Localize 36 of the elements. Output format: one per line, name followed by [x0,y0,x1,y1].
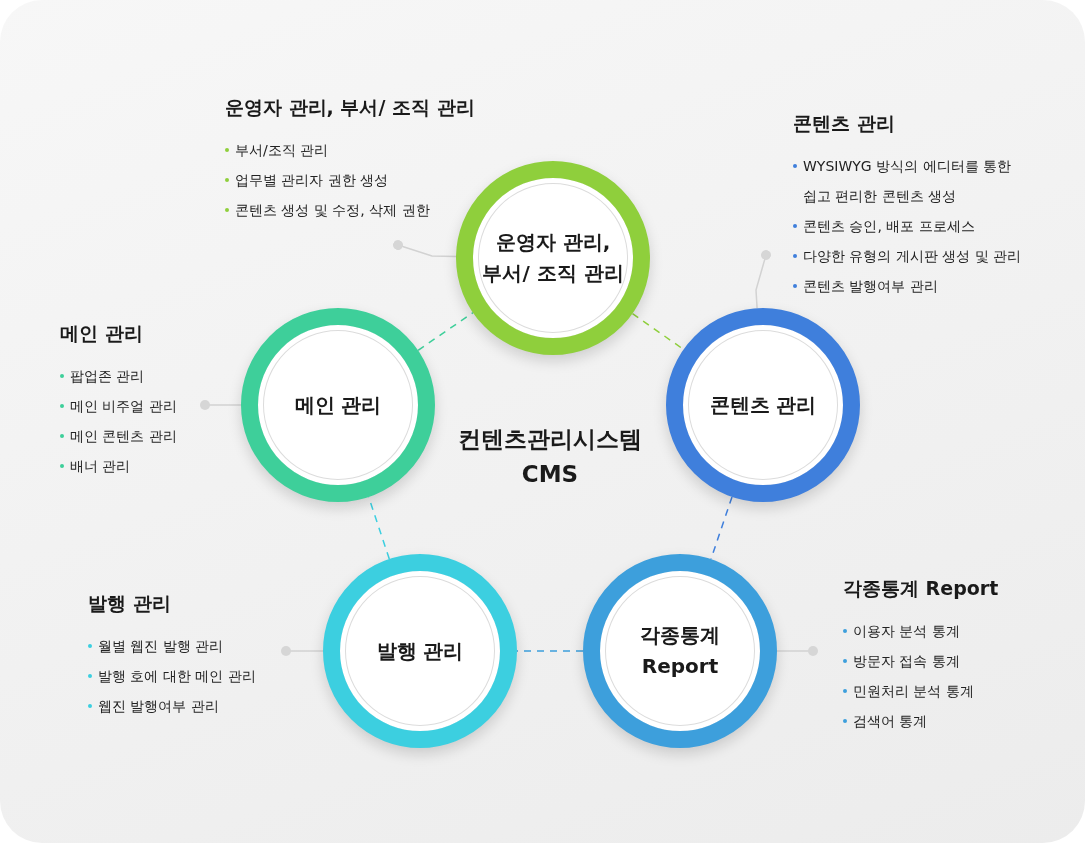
bullet-item: 민원처리 분석 통계 [843,676,1013,706]
bullet-item: 콘텐츠 발행여부 관리 [793,271,1041,301]
bullet-item: 이용자 분석 통계 [843,616,1013,646]
bullet-item: 발행 호에 대한 메인 관리 [88,661,286,691]
section-heading: 메인 관리 [60,321,144,346]
center-title: 컨텐츠관리시스템 CMS [457,425,643,489]
leader-line [755,250,771,309]
bullet-item: 업무별 관리자 권한 생성 [225,165,475,195]
bullet-item: 방문자 접속 통계 [843,646,1013,676]
bullet-item: 콘텐츠 생성 및 수정, 삭제 권한 [225,195,475,225]
bullet-item: 메인 콘텐츠 관리 [60,421,205,451]
bullet-item: 콘텐츠 승인, 배포 프로세스 [793,211,1041,241]
leader-line [200,400,242,410]
bullet-item: 팝업존 관리 [60,361,205,391]
bullet-item: 월별 웹진 발행 관리 [88,631,286,661]
circle-label: 운영자 관리, 부서/ 조직 관리 [481,229,625,287]
leader-line [281,646,324,656]
connector-line [417,311,474,352]
leader-line [776,646,818,656]
leader-line [393,240,457,258]
bullet-item: 배너 관리 [60,451,205,481]
bullet-item: WYSIWYG 방식의 에디터를 통한 쉽고 편리한 콘텐츠 생성 [793,151,1041,211]
section-heading: 발행 관리 [88,591,172,616]
section-heading: 운영자 관리, 부서/ 조직 관리 [225,95,475,120]
circle-label: 발행 관리 [376,637,464,665]
bullet-item: 웹진 발행여부 관리 [88,691,286,721]
bullet-item: 다양한 유형의 게시판 생성 및 관리 [793,241,1041,271]
circle-label: 메인 관리 [294,391,382,419]
circle-label: 콘텐츠 관리 [709,391,817,419]
section-heading: 각종통계 Report [843,576,1000,601]
bullet-item: 메인 비주얼 관리 [60,391,205,421]
circle-label: 각종통계 Report [639,622,721,680]
bullet-item: 부서/조직 관리 [225,135,475,165]
section-heading: 콘텐츠 관리 [793,111,896,136]
connector-line [516,650,584,652]
bullet-item: 검색어 통계 [843,706,1013,736]
